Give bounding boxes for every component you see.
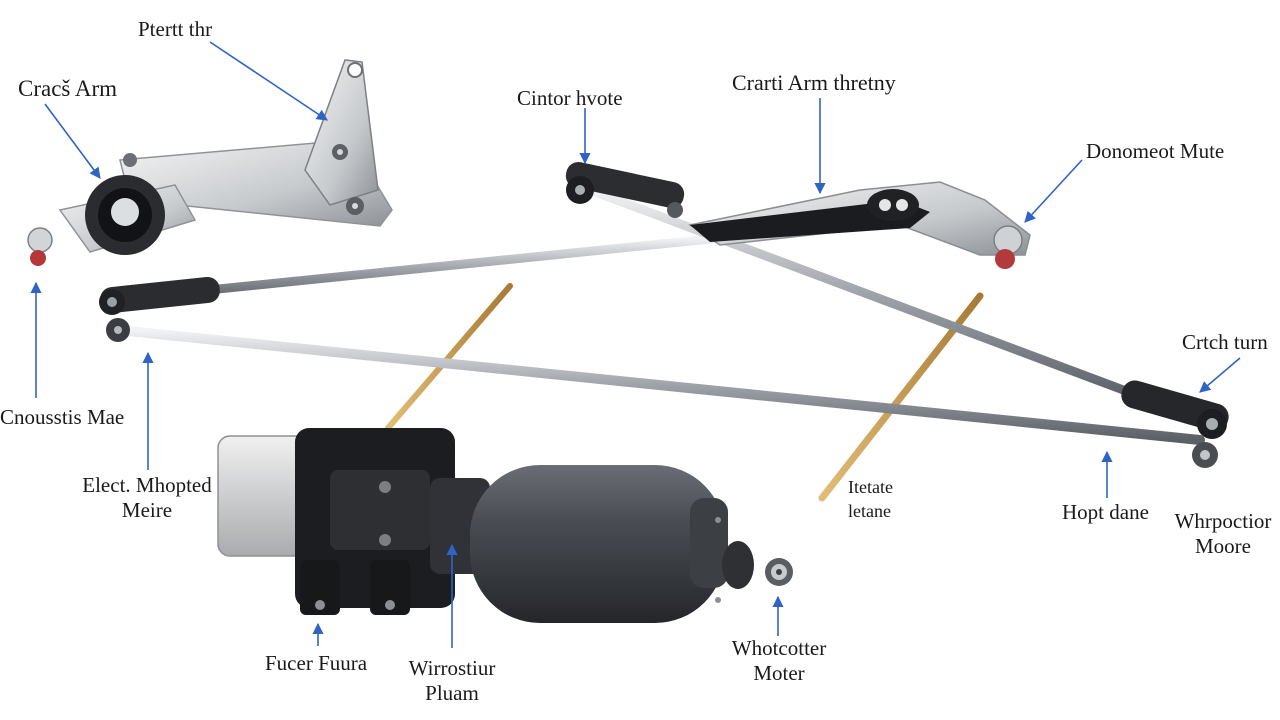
label-wiper-motor-right: Whrpoctior Moore [1168, 509, 1278, 559]
label-right-mount: Hopt dane [1062, 500, 1149, 524]
wooden-dowel-left [385, 283, 513, 431]
label-chassis-mount: Cnousstis Mae [0, 405, 125, 429]
crank-arm-right-assembly [565, 162, 1031, 269]
wiper-motor-assembly [217, 428, 754, 623]
label-electric-motor-line-1: Elect. Mhopted [82, 473, 212, 497]
label-rod: Itetate letane [848, 475, 893, 523]
label-connector-mute: Donomeot Mute [1086, 139, 1225, 163]
label-wiper-motor-center: Whotcotter Moter [712, 636, 846, 686]
leader-arrows [30, 41, 1241, 648]
label-electric-motor: Elect. Mhopted Meire [62, 473, 232, 523]
linkage-rod-lower [113, 325, 1205, 445]
right-rod-joint [1121, 380, 1229, 468]
label-wiper-motor-right-line-1: Whrpoctior [1174, 509, 1272, 533]
label-pivot-top: Ptertt thr [138, 17, 213, 41]
small-fastener [765, 558, 793, 586]
label-wiper-motor-bottom-line-2: Pluam [425, 681, 479, 705]
label-gear-housing: Fucer Fuura [265, 651, 368, 675]
linkage-rod-diagonal [585, 185, 1155, 405]
label-rod-line-1: Itetate [848, 477, 893, 497]
label-wiper-motor-center-line-1: Whotcotter [731, 636, 827, 660]
label-electric-motor-line-2: Meire [121, 498, 173, 522]
left-rod-joint [99, 276, 220, 342]
crank-arm-left-assembly [27, 59, 393, 266]
label-crank-arm-assembly: Crarti Arm thretny [732, 70, 896, 95]
label-crank-arm-left: Cracš Arm [18, 76, 118, 101]
label-rod-line-2: letane [848, 501, 891, 521]
label-wiper-motor-bottom: Wirrostiur Pluam [382, 656, 522, 706]
label-wiper-motor-bottom-line-1: Wirrostiur [408, 656, 496, 680]
label-wiper-motor-right-line-2: Moore [1195, 534, 1251, 558]
label-wiper-motor-center-line-2: Moter [753, 661, 805, 685]
label-center-pivot: Cintor hvote [517, 86, 623, 110]
label-crank-arm-right: Crtch turn [1182, 330, 1268, 354]
